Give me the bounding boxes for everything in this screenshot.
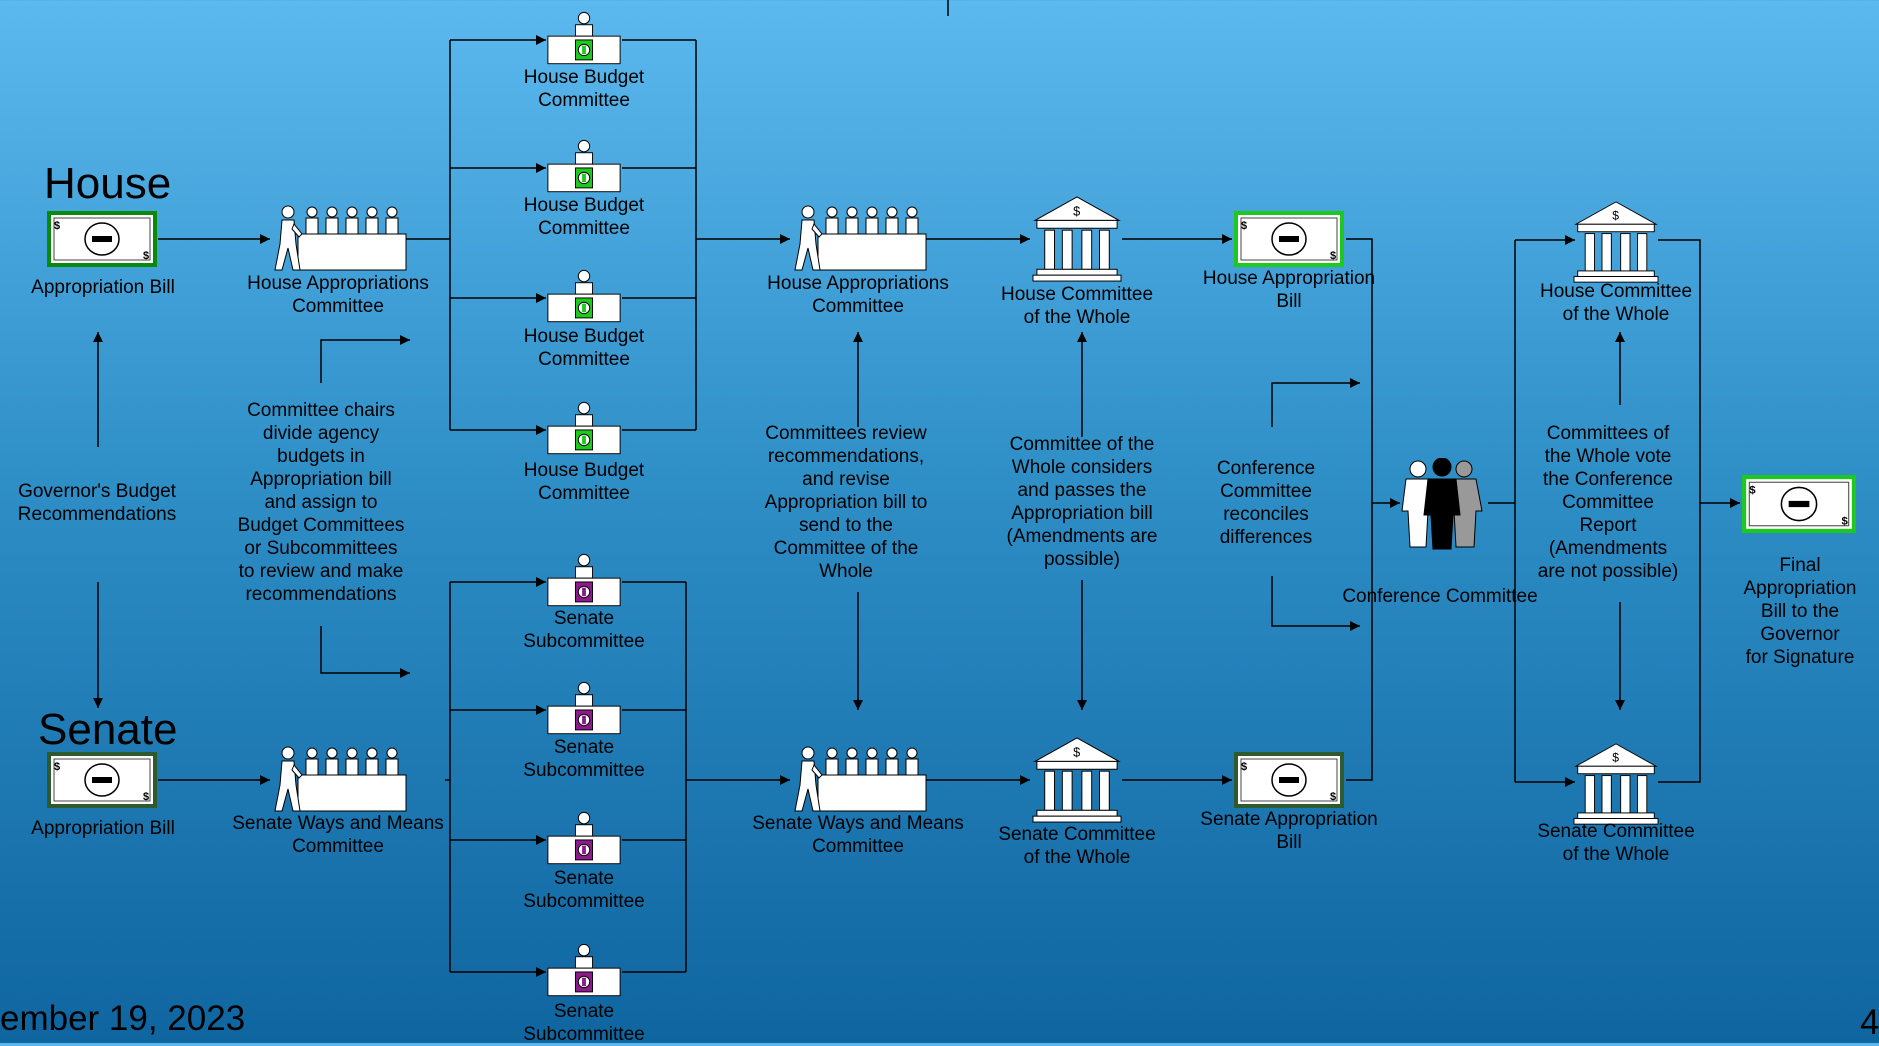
senate-bill-label: Appropriation Bill (31, 818, 175, 839)
house-budget-label-3: House Budget Committee (523, 326, 645, 370)
senate-bill-icon (48, 753, 156, 807)
final-bill-label: Final Appropriation Bill to the Governor… (1743, 555, 1857, 668)
footer-date: ember 19, 2023 (0, 999, 246, 1038)
senate-subcommittee-label-2: Senate Subcommittee (523, 737, 645, 781)
senate-heading: Senate (38, 705, 178, 754)
senate-appropriation-bill-icon (1235, 753, 1343, 807)
house-budget-label-2: House Budget Committee (523, 195, 645, 239)
house-appropriation-bill-icon (1235, 212, 1343, 266)
cow-vote-note: Committees of the Whole vote the Confere… (1537, 423, 1679, 582)
house-cow-label-2: House Committee of the Whole (1539, 281, 1693, 325)
committee-chairs-note: Committee chairs divide agency budgets i… (237, 400, 405, 605)
senate-subcommittee-label-1: Senate Subcommittee (523, 608, 645, 652)
senate-ways-means-label: Senate Ways and Means Committee (232, 813, 444, 857)
cow-considers-note: Committee of the Whole considers and pas… (1006, 434, 1158, 570)
house-budget-label-4: House Budget Committee (523, 460, 645, 504)
senate-appropriation-bill-label: Senate Appropriation Bill (1200, 809, 1378, 853)
conference-reconciles-note: Conference Committee reconciles differen… (1216, 458, 1316, 548)
final-bill-icon (1743, 476, 1855, 532)
conference-people-icon (1401, 458, 1483, 550)
house-appropriations-label-2: House Appropriations Committee (767, 273, 949, 317)
senate-subcommittee-label-4: Senate Subcommittee (523, 1001, 645, 1045)
senate-ways-means-label-2: Senate Ways and Means Committee (752, 813, 964, 857)
house-bill-label: Appropriation Bill (31, 277, 175, 298)
house-bill-icon (48, 212, 156, 266)
committees-review-note: Committees review recommendations, and r… (764, 423, 928, 582)
house-appropriation-bill-label: House Appropriation Bill (1202, 268, 1376, 312)
senate-cow-label-2: Senate Committee of the Whole (1537, 821, 1695, 865)
senate-subcommittee-label-3: Senate Subcommittee (523, 868, 645, 912)
house-cow-label: House Committee of the Whole (1000, 284, 1154, 328)
page-number: 4 (1860, 1003, 1879, 1042)
conference-committee-label: Conference Committee (1342, 586, 1538, 607)
governor-budget-label: Governor's Budget Recommendations (17, 481, 177, 525)
house-heading: House (44, 159, 172, 208)
senate-cow-label: Senate Committee of the Whole (998, 824, 1156, 868)
house-appropriations-label: House Appropriations Committee (247, 273, 429, 317)
house-budget-label-1: House Budget Committee (523, 67, 645, 111)
